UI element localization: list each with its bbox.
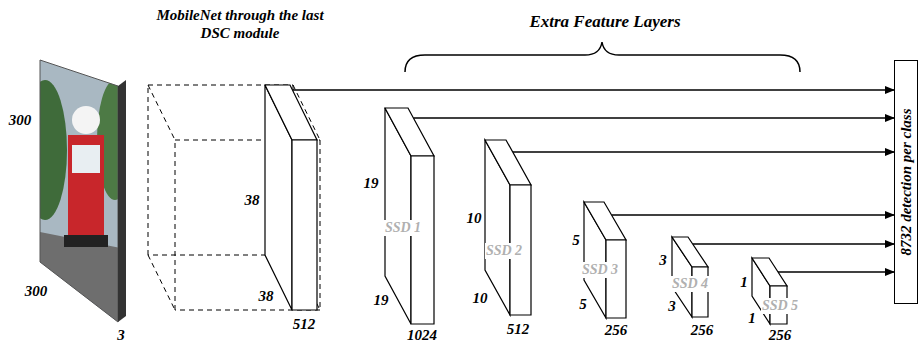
truck (68, 135, 104, 245)
trees (23, 80, 67, 220)
dimension-label: 512 (293, 316, 316, 332)
dimension-label: 19 (374, 292, 389, 308)
dimension-label: 300 (25, 283, 48, 299)
dimension-label: 256 (769, 327, 792, 343)
slab-front (692, 267, 708, 317)
arrow-line (413, 117, 894, 118)
slab-shape (385, 108, 434, 324)
image-border (40, 60, 118, 322)
dimension-label: 1024 (407, 327, 437, 343)
feature-map: SSD 355256 (584, 202, 626, 318)
dimension-label: 3 (117, 327, 125, 343)
dimension-label: 300 (9, 112, 32, 128)
layer-name: SSD 5 (761, 298, 799, 314)
truck-bumper (64, 235, 108, 247)
feature-map: 3838512 (265, 85, 317, 310)
dimension-label: 1 (740, 274, 748, 290)
slab-shape (485, 140, 531, 315)
layer-name: SSD 4 (671, 276, 709, 292)
dashed-edge (148, 255, 175, 310)
arrow-line (778, 271, 894, 272)
dimension-label: 38 (259, 288, 274, 304)
dimension-label: 3 (659, 252, 667, 268)
arrow-line (292, 89, 894, 90)
slab-top (265, 85, 317, 140)
slab-shape (584, 202, 626, 318)
dashed-edge (148, 85, 175, 140)
dimension-label: 38 (245, 192, 260, 208)
block-heading: MobileNet through the last DSC module (155, 6, 325, 42)
feature-map: SSD 511256 (752, 258, 787, 324)
dimension-label: 5 (579, 296, 587, 312)
layer-name: SSD 1 (384, 220, 422, 236)
image-side (118, 80, 126, 322)
slab-shape (752, 258, 787, 324)
slab-front (606, 240, 626, 318)
slab-top (752, 258, 787, 286)
photo (23, 50, 133, 340)
dimension-label: 10 (473, 290, 488, 306)
group-label: Extra Feature Layers (529, 12, 680, 31)
feature-map: SSD 119191024 (385, 108, 434, 324)
dashed-edge (320, 140, 321, 310)
arrow-line (612, 214, 894, 215)
dimension-label: 10 (467, 210, 482, 226)
dashed-edge (148, 85, 149, 255)
slab-top (485, 140, 531, 185)
slab-top (385, 108, 434, 156)
truck-window (72, 145, 100, 173)
slab-top (672, 237, 708, 267)
dimension-label: 19 (364, 175, 379, 191)
backbone-box: MobileNet through the last DSC module383… (148, 85, 320, 310)
layer-name: SSD 3 (581, 262, 619, 278)
slab-front (411, 156, 434, 324)
dimension-label: 5 (572, 232, 580, 248)
dimension-label: 256 (691, 322, 714, 338)
slab-shape (265, 85, 317, 310)
sign (72, 106, 100, 134)
arrow-line (693, 243, 894, 244)
output-box: 8732 detection per class (894, 60, 918, 304)
slab-top (584, 202, 626, 240)
dimension-label: 1 (748, 310, 756, 326)
dimension-label: 3 (668, 298, 676, 314)
dimension-label: 256 (605, 322, 628, 338)
dimension-label: 512 (507, 321, 530, 337)
output-text: 8732 detection per class (898, 108, 914, 255)
arrow-line (513, 151, 894, 152)
feature-map: SSD 21010512 (485, 140, 531, 315)
slab-front (292, 140, 317, 310)
feature-map: SSD 433256 (672, 237, 708, 317)
layer-name: SSD 2 (485, 243, 523, 259)
brace (405, 42, 800, 72)
dashed-edge (175, 140, 176, 310)
